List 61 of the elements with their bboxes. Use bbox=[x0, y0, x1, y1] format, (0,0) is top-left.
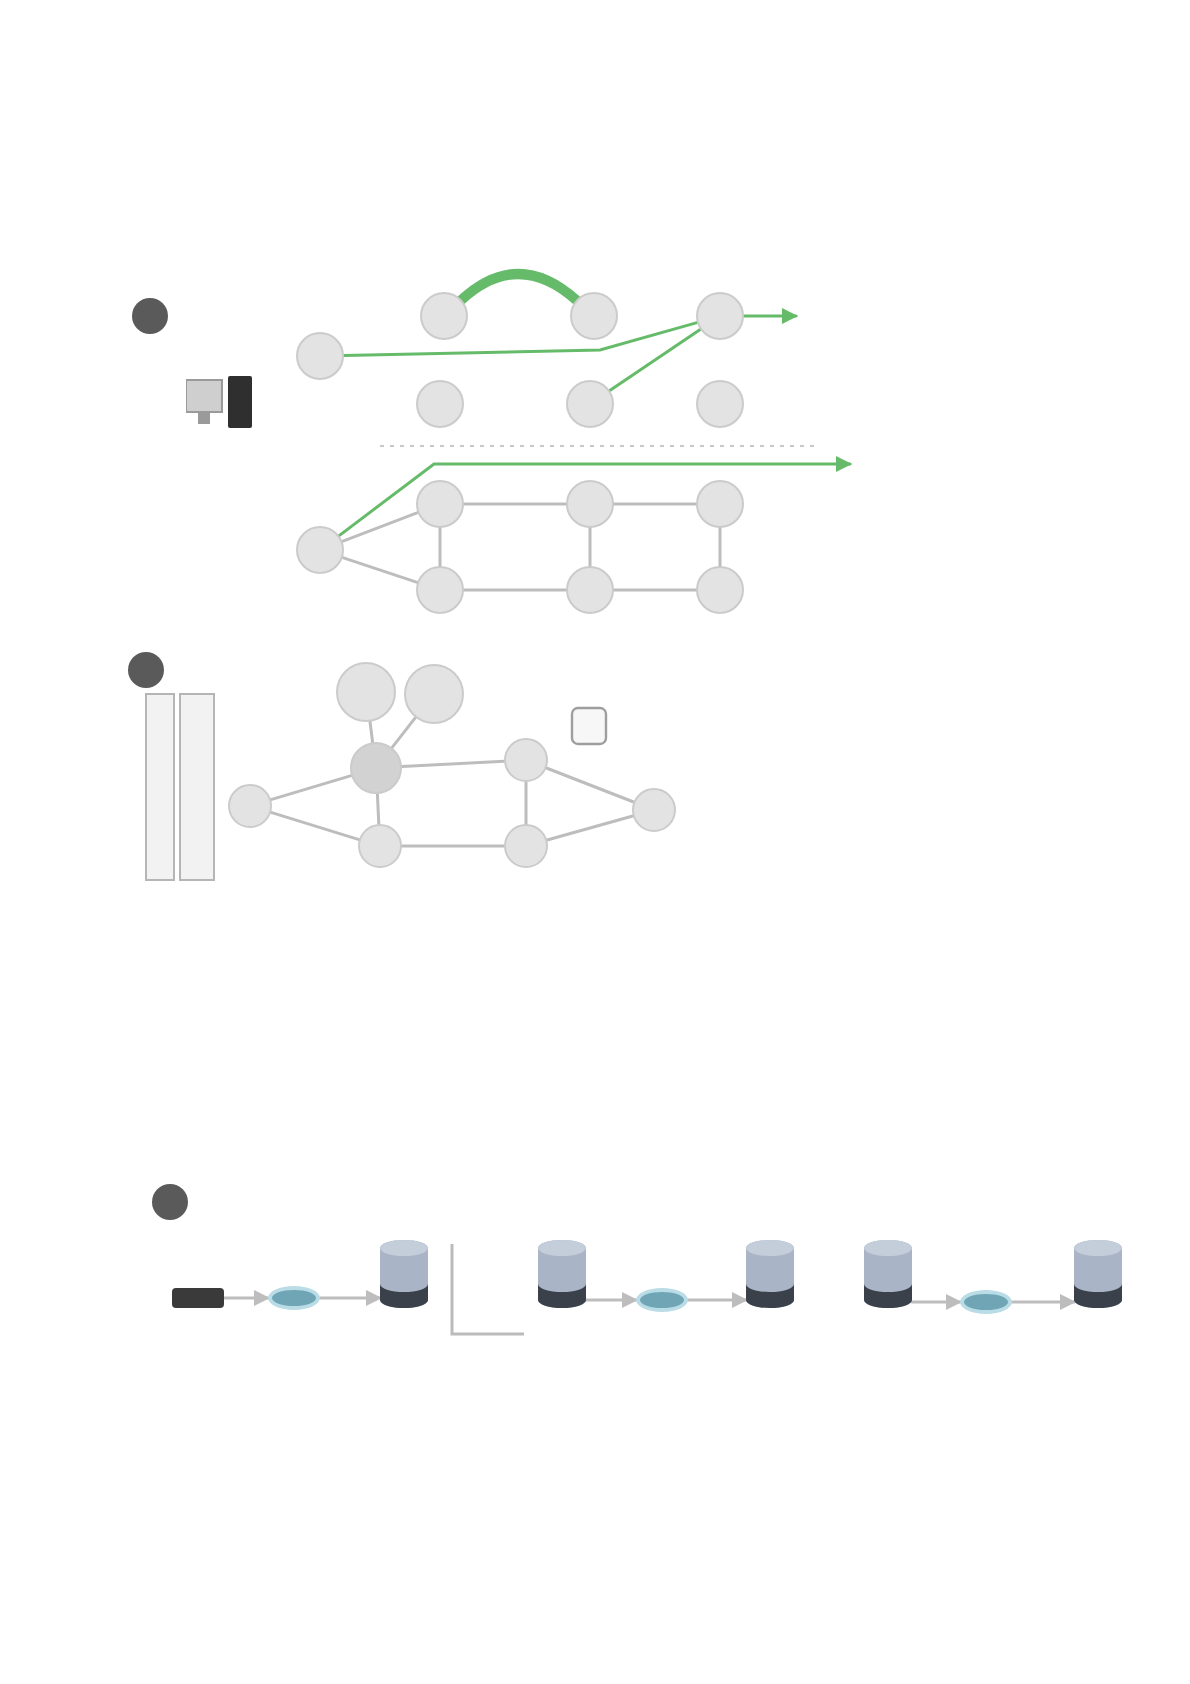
circle-node bbox=[696, 292, 744, 340]
circle-node bbox=[566, 480, 614, 528]
connector-line bbox=[462, 502, 568, 506]
ellipse-node bbox=[960, 1290, 1012, 1314]
connector-line bbox=[588, 526, 592, 568]
connector-line bbox=[375, 792, 381, 826]
box-node bbox=[172, 1288, 224, 1308]
circle-node bbox=[504, 738, 548, 782]
circle-node bbox=[358, 824, 402, 868]
arrow bbox=[584, 1292, 638, 1308]
connector-line bbox=[612, 588, 698, 592]
connector-line bbox=[544, 766, 636, 804]
ellipse-node bbox=[268, 1286, 320, 1310]
circle-node bbox=[296, 332, 344, 380]
cylinder-node bbox=[538, 1240, 586, 1308]
arrow bbox=[318, 1290, 382, 1306]
connector-line bbox=[438, 526, 442, 568]
connector-line bbox=[462, 588, 568, 592]
cylinder-node bbox=[864, 1240, 912, 1308]
connector-line bbox=[545, 814, 635, 842]
connector-line bbox=[718, 526, 722, 568]
connector-line bbox=[340, 511, 420, 543]
connector-line bbox=[342, 321, 699, 357]
connector-line bbox=[456, 268, 582, 305]
connector-line bbox=[269, 774, 353, 802]
connector-line bbox=[368, 720, 375, 744]
connector-line bbox=[400, 844, 506, 848]
circle-node bbox=[504, 824, 548, 868]
arrow bbox=[1010, 1294, 1076, 1310]
connector-line bbox=[524, 780, 528, 826]
arrow bbox=[222, 1290, 270, 1306]
connector-line bbox=[390, 716, 417, 750]
cylinder-node bbox=[1074, 1240, 1122, 1308]
arrow bbox=[337, 456, 852, 538]
circle-node bbox=[696, 480, 744, 528]
circle-node bbox=[632, 788, 676, 832]
circle-node bbox=[420, 292, 468, 340]
circle-node bbox=[696, 566, 744, 614]
circle-node bbox=[416, 380, 464, 428]
circle-node bbox=[296, 526, 344, 574]
connector-line bbox=[608, 327, 702, 393]
arrow bbox=[686, 1292, 748, 1308]
circle-node bbox=[566, 380, 614, 428]
connector-line bbox=[612, 502, 698, 506]
circle-node bbox=[696, 380, 744, 428]
circle-node bbox=[336, 662, 396, 722]
connector-line bbox=[341, 556, 419, 584]
circle-node bbox=[416, 566, 464, 614]
circle-node bbox=[350, 742, 402, 794]
circle-node bbox=[566, 566, 614, 614]
arrow bbox=[742, 308, 798, 324]
cylinder-node bbox=[380, 1240, 428, 1308]
connector-line bbox=[400, 759, 506, 769]
cylinder-node bbox=[746, 1240, 794, 1308]
circle-node bbox=[228, 784, 272, 828]
circle-node bbox=[416, 480, 464, 528]
circle-node bbox=[404, 664, 464, 724]
connector-line bbox=[269, 810, 361, 842]
arrow bbox=[910, 1294, 962, 1310]
ellipse-node bbox=[636, 1288, 688, 1312]
circle-node bbox=[570, 292, 618, 340]
